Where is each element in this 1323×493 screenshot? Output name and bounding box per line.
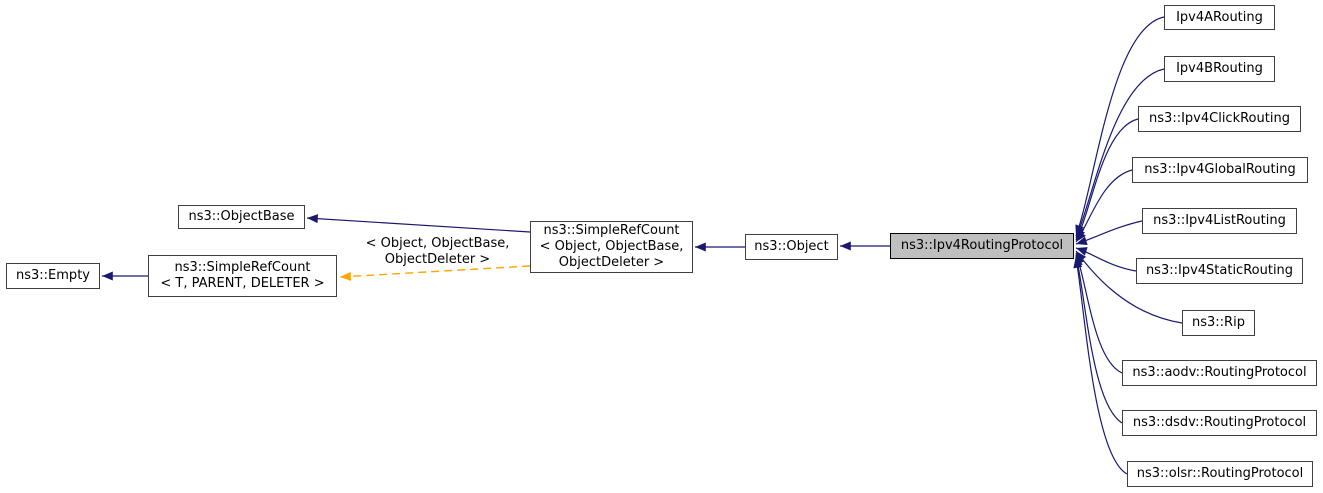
node-label: ns3::Ipv4ListRouting (1153, 213, 1286, 228)
node-ns3-objectbase[interactable]: ns3::ObjectBase (178, 205, 305, 229)
node-ns3-aodv-routingprotocol[interactable]: ns3::aodv::RoutingProtocol (1122, 360, 1317, 386)
edge-olsr (1073, 256, 1128, 475)
node-ns3-simplerefcount-object[interactable]: ns3::SimpleRefCount < Object, ObjectBase… (530, 221, 693, 273)
edge-ipv4brouting (1075, 68, 1165, 239)
node-ns3-ipv4staticrouting[interactable]: ns3::Ipv4StaticRouting (1136, 258, 1303, 284)
node-ns3-dsdv-routingprotocol[interactable]: ns3::dsdv::RoutingProtocol (1122, 410, 1317, 436)
node-label: ns3::Ipv4GlobalRouting (1144, 162, 1296, 177)
edge-ipv4clickrouting (1075, 118, 1139, 241)
node-label: Ipv4BRouting (1176, 61, 1263, 76)
node-ipv4arouting[interactable]: Ipv4ARouting (1164, 5, 1275, 30)
node-label: ns3::Object (754, 239, 829, 254)
node-label-line1: ns3::SimpleRefCount (174, 260, 311, 275)
edge-label-line2: ObjectDeleter > (384, 252, 491, 267)
node-label-line2: < T, PARENT, DELETER > (160, 276, 325, 291)
node-ipv4brouting[interactable]: Ipv4BRouting (1164, 56, 1275, 82)
node-label-line2: < Object, ObjectBase, (539, 239, 684, 254)
node-ns3-ipv4routingprotocol-focus: ns3::Ipv4RoutingProtocol (890, 233, 1074, 259)
node-label: Ipv4ARouting (1176, 9, 1263, 25)
node-label: ns3::ObjectBase (188, 209, 295, 224)
node-label-line3: ObjectDeleter > (558, 255, 665, 270)
node-ns3-ipv4listrouting[interactable]: ns3::Ipv4ListRouting (1142, 208, 1297, 234)
node-label: ns3::olsr::RoutingProtocol (1136, 466, 1304, 481)
node-ns3-ipv4globalrouting[interactable]: ns3::Ipv4GlobalRouting (1132, 157, 1308, 183)
node-label: ns3::Empty (16, 268, 90, 283)
edge-ipv4arouting (1075, 16, 1165, 237)
edge-ipv4globalrouting (1075, 169, 1133, 243)
node-ns3-rip[interactable]: ns3::Rip (1182, 310, 1255, 336)
node-ns3-simplerefcount-template[interactable]: ns3::SimpleRefCount < T, PARENT, DELETER… (148, 255, 337, 297)
edge-ipv4listrouting (1075, 220, 1143, 246)
node-label: ns3::Rip (1192, 315, 1245, 330)
node-ns3-olsr-routingprotocol[interactable]: ns3::olsr::RoutingProtocol (1127, 461, 1313, 487)
node-ns3-empty[interactable]: ns3::Empty (6, 263, 100, 289)
node-ns3-object[interactable]: ns3::Object (745, 234, 838, 260)
node-label: ns3::Ipv4RoutingProtocol (900, 238, 1064, 253)
edge-simplerefcountObj-to-objectbase (306, 214, 531, 233)
edge-label-line1: < Object, ObjectBase, (365, 236, 510, 251)
node-label: ns3::Ipv4ClickRouting (1149, 111, 1290, 126)
node-label-line1: ns3::SimpleRefCount (543, 223, 680, 238)
node-label: ns3::Ipv4StaticRouting (1145, 263, 1294, 278)
node-label: ns3::dsdv::RoutingProtocol (1132, 415, 1307, 430)
node-ns3-ipv4clickrouting[interactable]: ns3::Ipv4ClickRouting (1138, 106, 1301, 132)
edge-template-instantiation (339, 265, 531, 281)
edge-ipv4staticrouting (1075, 247, 1137, 272)
template-args-edge-label: < Object, ObjectBase, ObjectDeleter > (355, 236, 520, 268)
node-label: ns3::aodv::RoutingProtocol (1132, 365, 1307, 380)
edge-dsdv (1073, 254, 1123, 424)
